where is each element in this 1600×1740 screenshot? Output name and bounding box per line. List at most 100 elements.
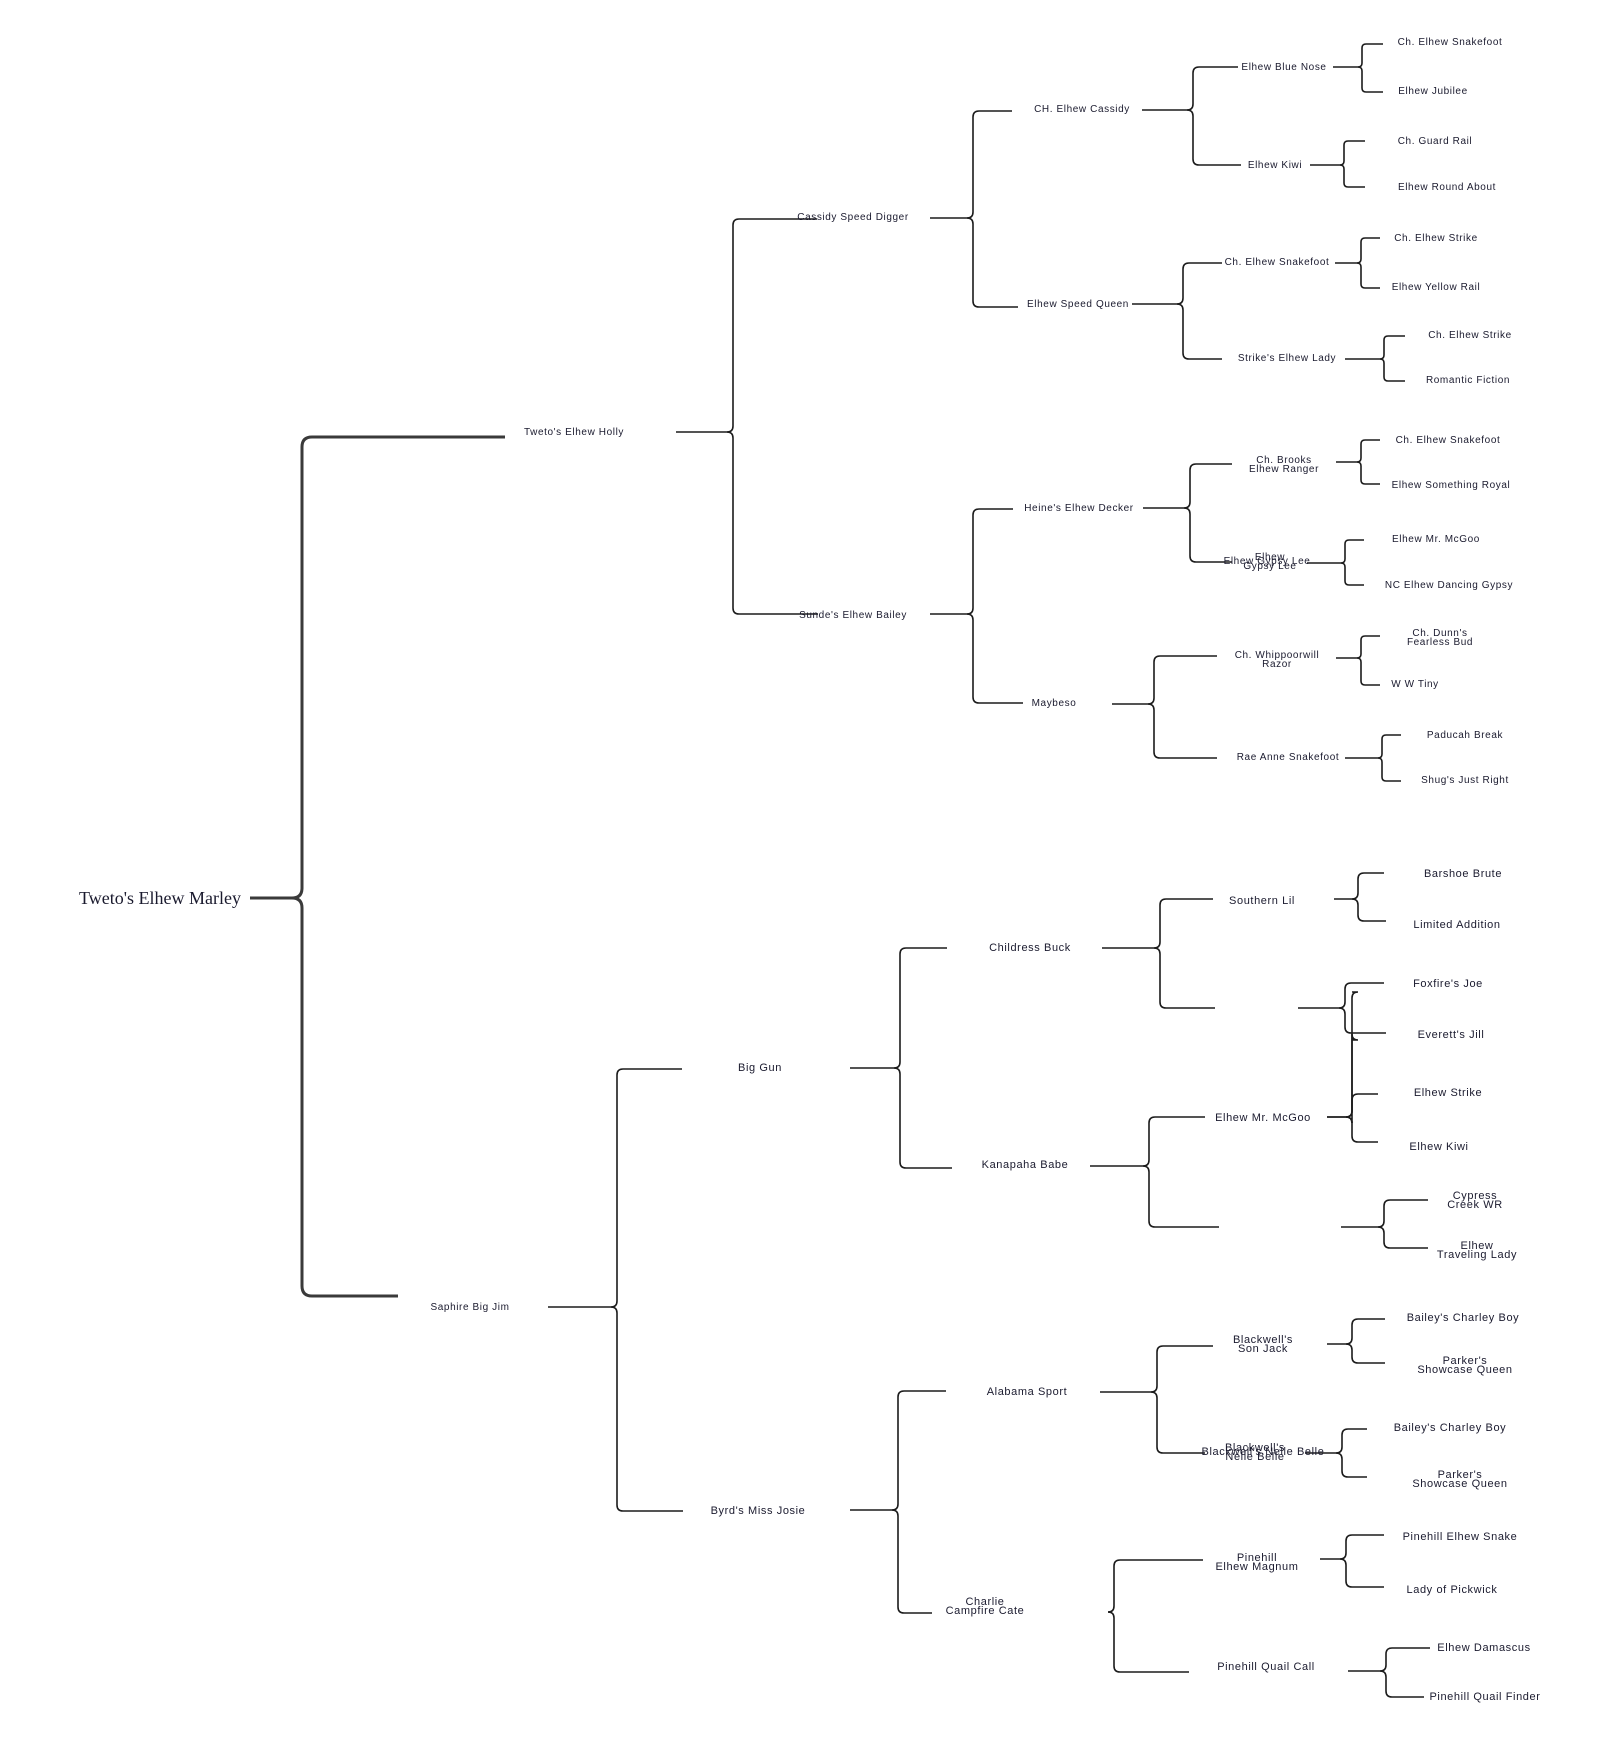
ancestor-gen5-name: W W Tiny <box>1391 679 1439 690</box>
connector-line <box>1385 1647 1430 1665</box>
connector-line <box>1156 1345 1213 1386</box>
connector-line <box>1176 303 1184 311</box>
connector-line <box>1339 1558 1347 1566</box>
connector-line <box>972 224 1018 308</box>
connector-line <box>1356 461 1362 467</box>
ancestor-gen5-name: Elhew Kiwi <box>1409 1141 1468 1153</box>
ancestor-gen5-name: Romantic Fiction <box>1426 375 1510 386</box>
connector-line <box>1132 297 1184 305</box>
connector-line <box>1189 514 1232 563</box>
connector-line <box>732 218 817 426</box>
great-grandparent-name: Kanapaha Babe <box>982 1159 1069 1171</box>
connector-line <box>1192 116 1241 166</box>
connector-line <box>1377 757 1383 763</box>
connector-line <box>1327 1110 1353 1118</box>
great-great-grandparent-name: Elhew Mr. McGoo <box>1215 1112 1311 1124</box>
connector-line <box>291 896 304 909</box>
great-great-grandparent-name: Blackwell's Nelle Belle <box>1202 1446 1325 1458</box>
connector-line <box>1153 710 1217 759</box>
connector-line <box>1361 71 1383 93</box>
connector-line <box>1186 109 1194 117</box>
connector-line <box>300 435 505 888</box>
ancestor-gen5-name: Elhew Damascus <box>1437 1642 1530 1654</box>
ancestor-gen5-name: Elhew Strike <box>1414 1087 1482 1099</box>
connector-line <box>1182 262 1222 298</box>
connector-line <box>897 1390 946 1504</box>
connector-line <box>1183 507 1191 515</box>
connector-line <box>850 1061 901 1069</box>
connector-line <box>1351 991 1359 1111</box>
connector-line <box>850 1503 899 1511</box>
great-great-grandparent-name: Rae Anne Snakefoot <box>1237 752 1340 763</box>
connector-line <box>1385 1677 1424 1698</box>
connector-line <box>548 1300 618 1308</box>
connector-line <box>1379 1670 1387 1678</box>
connector-line <box>899 947 947 1062</box>
connector-line <box>899 1074 952 1169</box>
ancestor-gen5-name: Bailey's Charley Boy <box>1407 1312 1520 1324</box>
ancestor-gen5-name: Elhew Mr. McGoo <box>1392 534 1480 545</box>
connector-line <box>1113 1618 1189 1673</box>
great-great-grandparent-name: Elhew Kiwi <box>1248 160 1302 171</box>
connector-line <box>1153 947 1161 955</box>
connector-line <box>1383 363 1405 382</box>
ancestor-gen5-name: Elhew Yellow Rail <box>1392 282 1481 293</box>
connector-line <box>972 620 1023 704</box>
connector-line <box>1344 567 1364 586</box>
connector-line <box>1159 954 1215 1009</box>
connector-line <box>1344 539 1364 559</box>
connector-line <box>1348 1664 1387 1672</box>
connector-line <box>966 613 974 621</box>
connector-line <box>1345 753 1383 759</box>
great-great-grandparent-name: Ch. Elhew Snakefoot <box>1225 257 1330 268</box>
connector-line <box>1148 1172 1219 1228</box>
connector-line <box>1341 1428 1367 1447</box>
sire-name: Tweto's Elhew Holly <box>524 427 624 438</box>
connector-line <box>1090 1159 1150 1167</box>
great-great-grandparent-name: Elhew Gypsy Lee <box>1224 556 1311 567</box>
connector-line <box>1343 140 1365 161</box>
ancestor-gen5-name: Elhew Jubilee <box>1398 86 1468 97</box>
connector-line <box>1192 66 1238 104</box>
great-great-grandparent-name: Strike's Elhew Lady <box>1238 353 1336 364</box>
connector-line <box>1102 941 1161 949</box>
connector-line <box>1143 501 1191 509</box>
connector-line <box>1107 1611 1115 1619</box>
connector-line <box>1341 1220 1385 1228</box>
connector-line <box>1357 872 1384 893</box>
great-grandparent-name: Maybeso <box>1032 698 1077 709</box>
connector-line <box>1381 734 1401 754</box>
great-grandparent-name: Elhew Speed Queen <box>1027 299 1129 310</box>
ancestor-gen5-name: Pinehill Quail Finder <box>1429 1691 1540 1703</box>
great-grandparent-name: Alabama Sport <box>987 1386 1068 1398</box>
connector-line <box>1360 635 1380 654</box>
connector-line <box>1107 1605 1115 1613</box>
connector-line <box>1383 1233 1428 1249</box>
connector-line <box>1340 562 1346 568</box>
connector-line <box>1142 1165 1150 1173</box>
connector-line <box>732 438 818 615</box>
ancestor-gen5-name: Ch. Guard Rail <box>1398 136 1473 147</box>
connector-line <box>1360 267 1380 289</box>
ancestor-gen5-name: Ch. Elhew Strike <box>1394 233 1478 244</box>
connector-line <box>1360 662 1380 686</box>
connector-line <box>1310 160 1345 166</box>
connector-line <box>1142 103 1194 111</box>
dog-name: Tweto's Elhew Marley <box>79 888 241 908</box>
connector-line <box>300 908 398 1298</box>
connector-line <box>966 217 974 225</box>
ancestor-gen5-name: Shug's Just Right <box>1421 775 1509 786</box>
connector-line <box>1377 1226 1385 1234</box>
connector-line <box>1100 1385 1158 1393</box>
connector-line <box>1147 703 1155 711</box>
ancestor-gen5-name: Limited Addition <box>1413 919 1500 931</box>
connector-line <box>1307 558 1346 564</box>
connector-line <box>1351 1350 1385 1364</box>
connector-line <box>1360 237 1380 259</box>
paternal-grandsire-name: Cassidy Speed Digger <box>797 212 909 223</box>
